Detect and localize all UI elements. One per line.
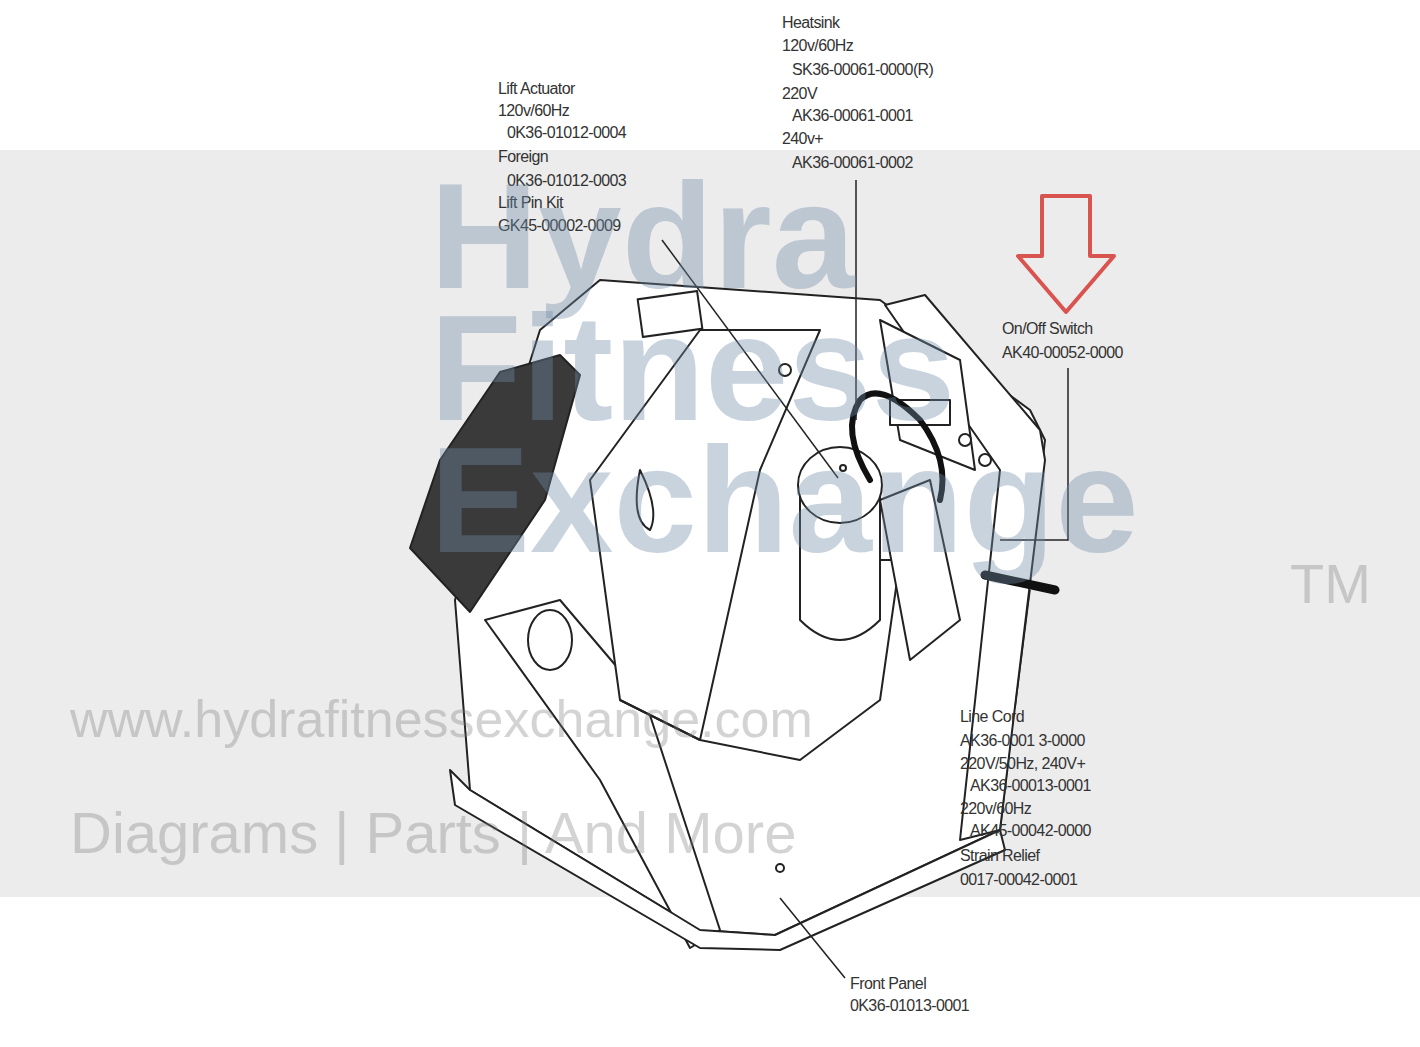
part-spec: 240v+: [782, 130, 823, 148]
part-spec: 220V/50Hz, 240V+: [960, 755, 1085, 773]
watermark: TM: [1290, 552, 1371, 616]
part-number: AK36-00013-0001: [970, 777, 1091, 795]
part-number: AK45-00042-0000: [970, 822, 1091, 840]
watermark: www.hydrafitnessexchange.com: [70, 690, 813, 750]
part-number: AK40-00052-0000: [1002, 344, 1123, 362]
part-spec: 220v/60Hz: [960, 800, 1031, 818]
part-name: On/Off Switch: [1002, 320, 1093, 338]
part-number: 0017-00042-0001: [960, 871, 1077, 889]
pointer-arrow: [1018, 196, 1114, 312]
watermark: Diagrams | Parts | And More: [70, 800, 796, 867]
leader-line: [780, 898, 845, 978]
part-number: SK36-00061-0000(R): [792, 61, 933, 79]
part-name: Heatsink: [782, 14, 839, 32]
part-name: Front Panel: [850, 975, 926, 993]
roller-end: [528, 610, 572, 670]
part-name: Lift Actuator: [498, 80, 575, 98]
part-spec: 120v/60Hz: [498, 102, 569, 120]
part-number: 0K36-01012-0004: [507, 124, 626, 142]
part-name: Line Cord: [960, 708, 1024, 726]
part-spec: 220V: [782, 85, 817, 103]
screw: [776, 864, 784, 872]
part-spec: 120v/60Hz: [782, 37, 853, 55]
part-number: AK36-00061-0001: [792, 107, 913, 125]
watermark: Exchange: [430, 414, 1139, 587]
leader-line: [1015, 590, 1030, 708]
part-number: AK36-0001 3-0000: [960, 732, 1085, 750]
part-number: 0K36-01013-0001: [850, 997, 969, 1015]
part-name: Strain Relief: [960, 847, 1039, 865]
